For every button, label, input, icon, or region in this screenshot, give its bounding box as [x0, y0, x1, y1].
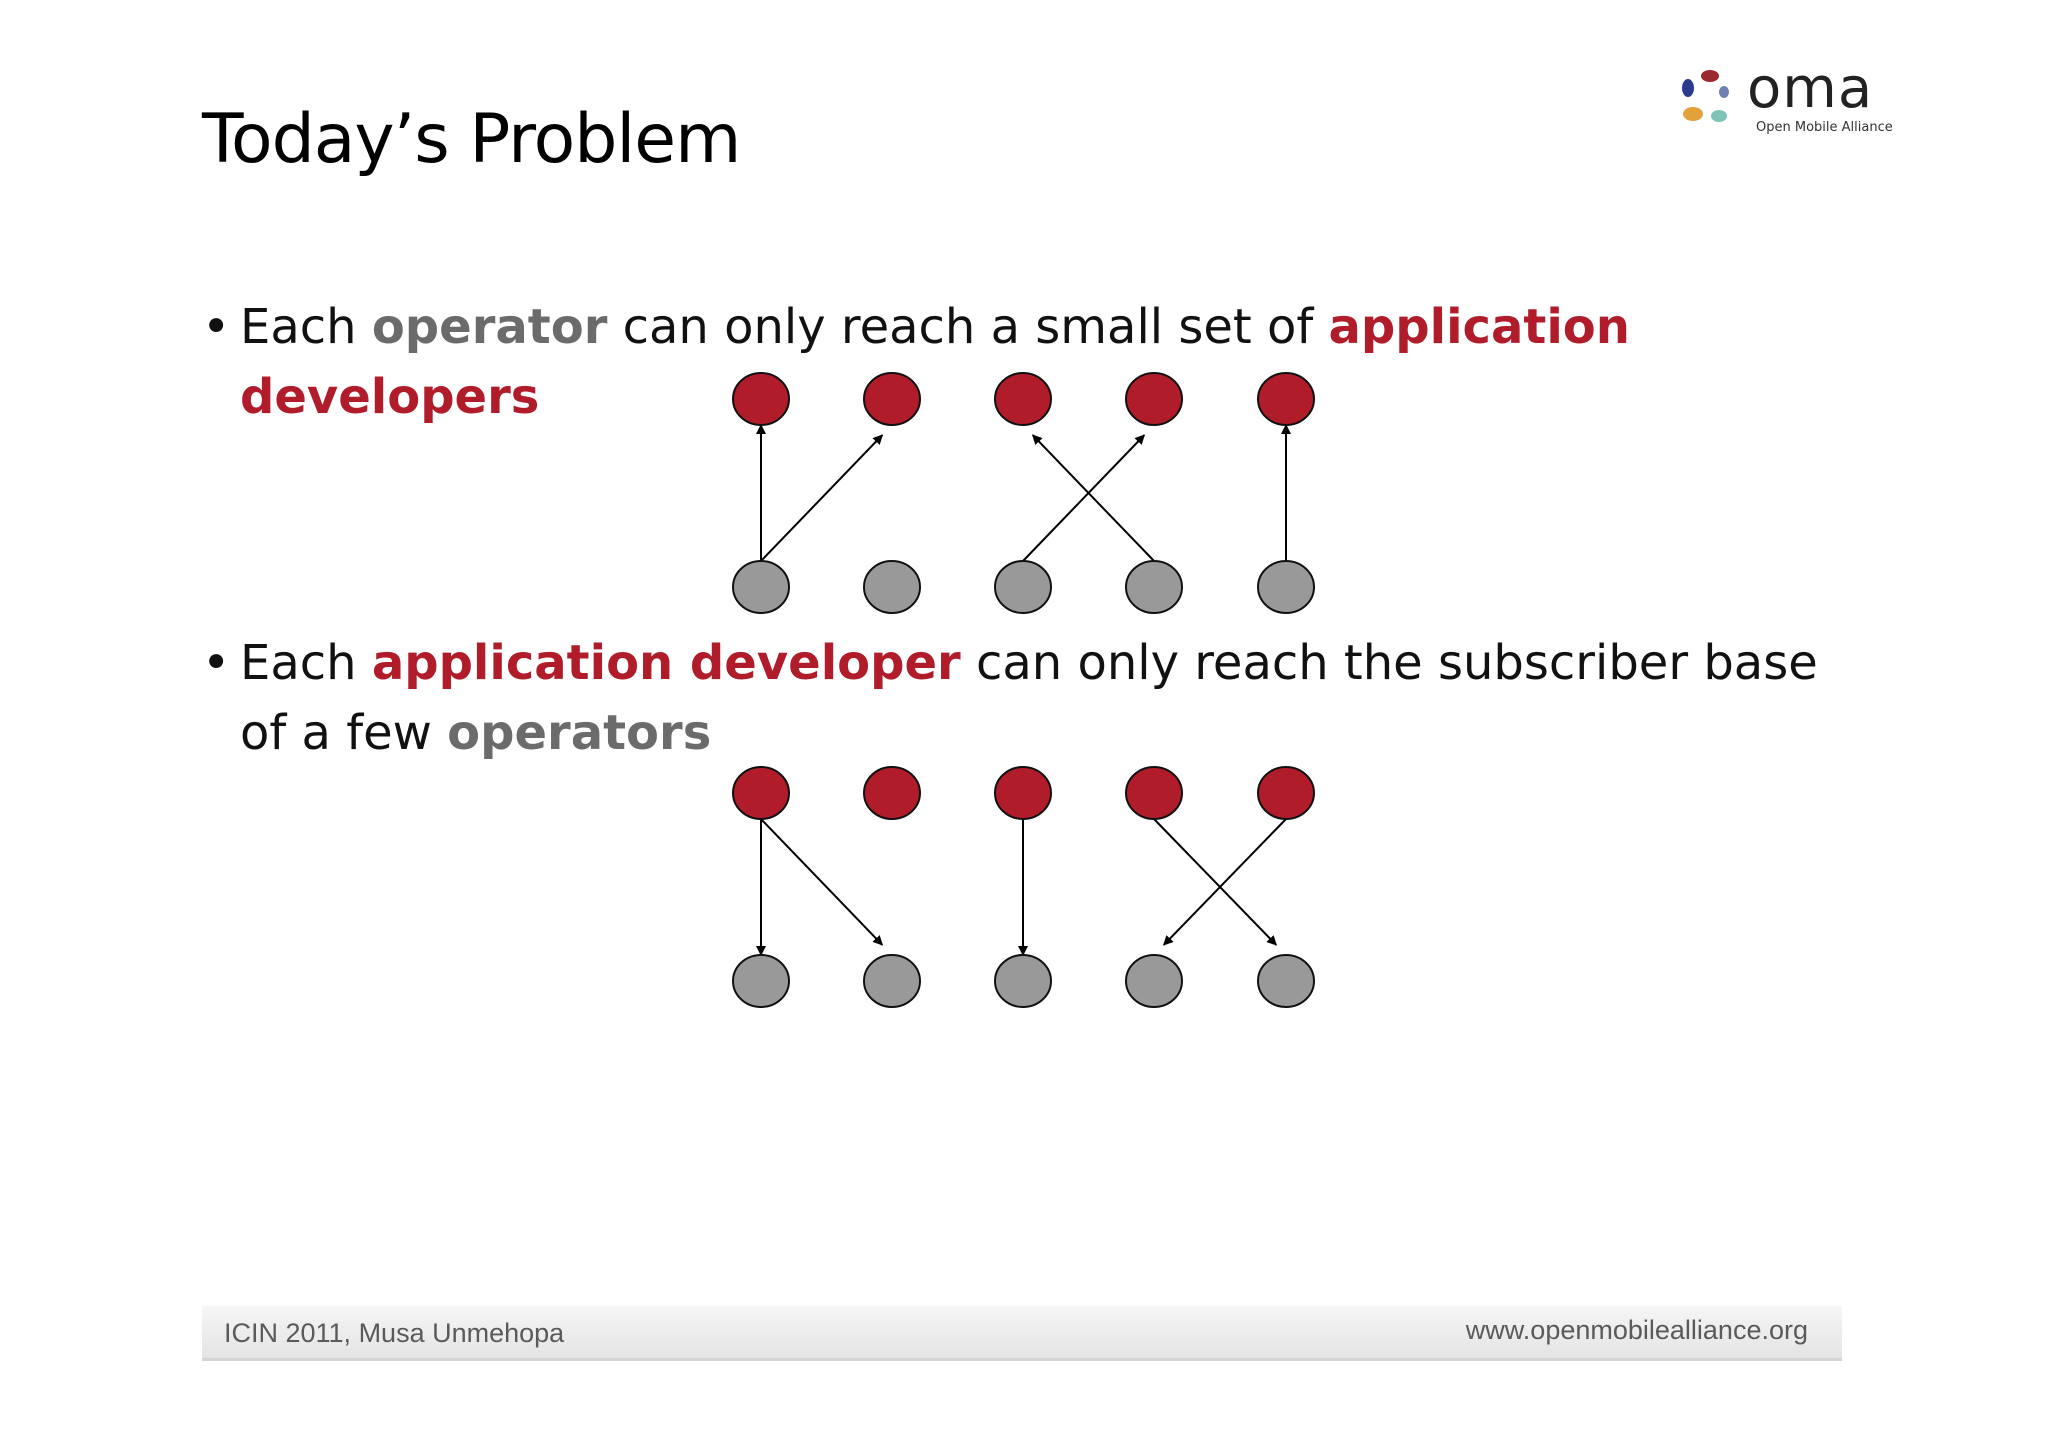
developer-node: [863, 372, 921, 426]
bullet-text-part: Each: [240, 635, 372, 691]
footer-bar: ICIN 2011, Musa Unmehopa www.openmobilea…: [202, 1306, 1842, 1361]
operator-node: [863, 560, 921, 614]
developer-node: [863, 766, 921, 820]
operator-node: [1125, 560, 1183, 614]
footer-author: ICIN 2011, Musa Unmehopa: [224, 1318, 565, 1348]
operator-node: [863, 954, 921, 1008]
developer-term: application developers: [240, 299, 1630, 425]
reach-arrow: [760, 434, 884, 562]
operator-node: [994, 954, 1052, 1008]
developer-node: [1125, 766, 1183, 820]
bullet-symbol: •: [202, 635, 231, 691]
reach-arrow: [1163, 818, 1287, 946]
reach-arrow: [760, 818, 884, 946]
operator-node: [732, 560, 790, 614]
operator-node: [1125, 954, 1183, 1008]
developer-term: application developer: [371, 635, 961, 691]
developer-node: [994, 372, 1052, 426]
bullet-text: Each operator can only reach a small set…: [240, 292, 1860, 432]
operator-term: operators: [447, 705, 712, 761]
bullet-text-part: can only reach a small set of: [607, 299, 1329, 355]
developer-node: [994, 766, 1052, 820]
bullet-symbol: •: [202, 299, 231, 355]
oma-logo: oma Open Mobile Alliance: [1672, 56, 1902, 144]
operator-node: [1257, 560, 1315, 614]
developer-node: [732, 372, 790, 426]
developer-node: [1257, 766, 1315, 820]
operator-term: operator: [371, 299, 608, 355]
bullet-text: Each application developer can only reac…: [240, 628, 1860, 768]
oma-logo-mark-icon: [1682, 70, 1729, 122]
reach-arrow: [1153, 818, 1277, 946]
oma-wordmark: oma: [1747, 56, 1874, 121]
diagram-1: [732, 372, 1315, 614]
developer-node: [732, 766, 790, 820]
developer-node: [1125, 372, 1183, 426]
reach-arrow: [1031, 434, 1155, 562]
oma-tagline: Open Mobile Alliance: [1756, 120, 1893, 135]
reach-arrow: [1022, 434, 1146, 562]
slide-title: Today’s Problem: [202, 100, 741, 179]
footer-website: www.openmobilealliance.org: [1465, 1315, 1808, 1345]
operator-node: [732, 954, 790, 1008]
bullet-text-part: Each: [240, 299, 372, 355]
operator-node: [994, 560, 1052, 614]
developer-node: [1257, 372, 1315, 426]
operator-node: [1257, 954, 1315, 1008]
diagram-2: [732, 766, 1315, 1008]
bullet-text-part: can only reach the subscriber base of a …: [240, 635, 1818, 761]
